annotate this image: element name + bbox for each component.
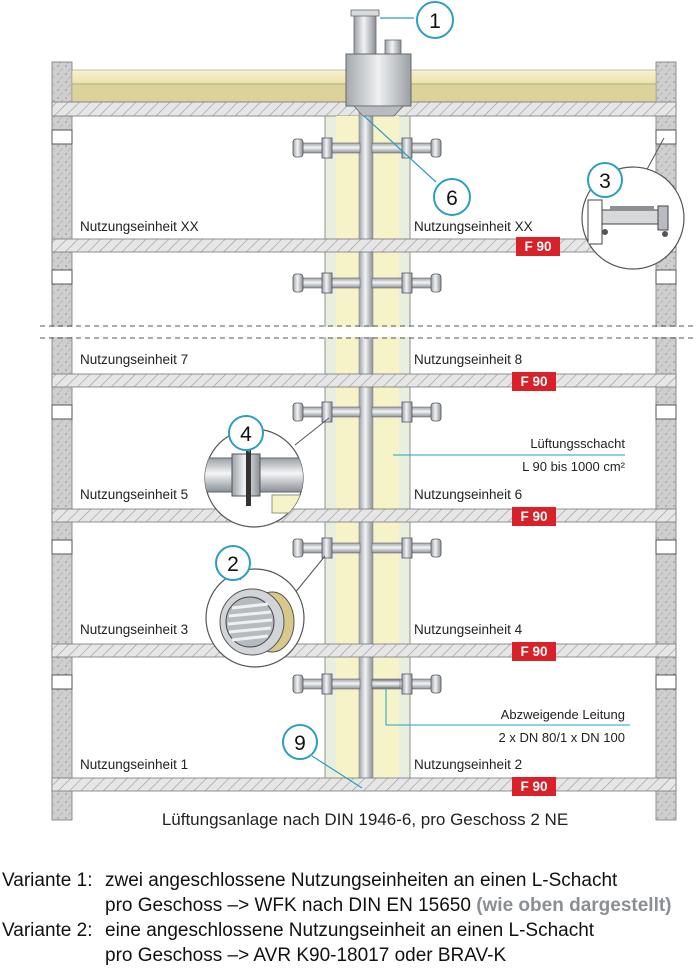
air-valve-right bbox=[371, 272, 442, 294]
variant-2-row: Variante 2: eine angeschlossene Nutzungs… bbox=[0, 918, 700, 943]
unit-label-right: Nutzungseinheit 4 bbox=[414, 622, 523, 637]
variant-1-text: zwei angeschlossene Nutzungseinheiten an… bbox=[105, 870, 618, 891]
unit-label-left: Nutzungseinheit 7 bbox=[80, 352, 188, 367]
variant-1-row: Variante 1: zwei angeschlossene Nutzungs… bbox=[0, 868, 700, 893]
fire-rating-badge: F 90 bbox=[512, 777, 556, 796]
callout-9: 9 bbox=[282, 724, 363, 789]
air-valve-right bbox=[371, 401, 442, 423]
svg-text:4: 4 bbox=[240, 423, 252, 446]
roof-exhaust-unit bbox=[345, 9, 412, 117]
fire-rating-badge: F 90 bbox=[512, 642, 556, 661]
svg-text:F 90: F 90 bbox=[520, 779, 547, 794]
variants-legend: Variante 1: zwei angeschlossene Nutzungs… bbox=[0, 868, 700, 968]
ventilation-shaft bbox=[324, 109, 411, 787]
air-valve-right bbox=[371, 137, 442, 159]
unit-label-left: Nutzungseinheit 5 bbox=[80, 487, 188, 502]
unit-label-left: Nutzungseinheit XX bbox=[80, 219, 199, 234]
variant-2-row-2: pro Geschoss –> AVR K90-18017 oder BRAV-… bbox=[0, 943, 700, 968]
svg-text:9: 9 bbox=[294, 732, 306, 755]
air-valve-left bbox=[292, 673, 361, 695]
variant-1-row-2: pro Geschoss –> WFK nach DIN EN 15650 (w… bbox=[0, 893, 700, 918]
air-valve-left bbox=[292, 137, 361, 159]
unit-label-right: Nutzungseinheit 8 bbox=[414, 352, 522, 367]
svg-text:3: 3 bbox=[599, 170, 611, 193]
branch-label: Abzweigende Leitung bbox=[501, 707, 625, 722]
air-valve-left bbox=[292, 401, 361, 423]
detail-3-damper: 3 bbox=[581, 137, 685, 270]
variant-1-detail: pro Geschoss –> WFK nach DIN EN 15650 (w… bbox=[105, 895, 672, 916]
variant-1-key: Variante 1: bbox=[2, 870, 93, 891]
unit-label-left: Nutzungseinheit 1 bbox=[80, 757, 188, 772]
fire-rating-badge: F 90 bbox=[512, 507, 556, 526]
detail-4-fire-damper: 4 bbox=[204, 415, 330, 528]
callout-6: 6 bbox=[363, 115, 471, 216]
unit-label-left: Nutzungseinheit 3 bbox=[80, 622, 188, 637]
detail-2-grille: 2 bbox=[205, 545, 326, 668]
svg-text:6: 6 bbox=[446, 187, 458, 210]
air-valve-left bbox=[292, 537, 361, 559]
air-valve-right bbox=[371, 537, 442, 559]
svg-text:F 90: F 90 bbox=[520, 374, 547, 389]
diagram-caption: Lüftungsanlage nach DIN 1946-6, pro Gesc… bbox=[162, 810, 568, 829]
unit-label-right: Nutzungseinheit XX bbox=[414, 219, 533, 234]
branch-pipe bbox=[371, 679, 630, 726]
air-valve-left bbox=[292, 272, 361, 294]
break-gap bbox=[40, 327, 700, 337]
svg-text:F 90: F 90 bbox=[520, 644, 547, 659]
unit-label-right: Nutzungseinheit 6 bbox=[414, 487, 522, 502]
variant-1-note: (wie oben dargestellt) bbox=[476, 895, 672, 916]
variant-2-detail: pro Geschoss –> AVR K90-18017 oder BRAV-… bbox=[105, 945, 507, 966]
variant-2-key: Variante 2: bbox=[2, 920, 93, 941]
variant-2-text: eine angeschlossene Nutzungseinheit an e… bbox=[105, 920, 595, 941]
svg-text:1: 1 bbox=[429, 10, 441, 33]
svg-text:F 90: F 90 bbox=[520, 509, 547, 524]
shaft-label: Lüftungsschacht bbox=[530, 436, 625, 451]
left-wall bbox=[51, 61, 73, 821]
shaft-spec: L 90 bis 1000 cm² bbox=[522, 459, 626, 474]
fire-rating-badge: F 90 bbox=[516, 237, 560, 256]
svg-text:F 90: F 90 bbox=[524, 239, 551, 254]
callout-1: 1 bbox=[380, 1, 454, 39]
air-valves bbox=[292, 137, 442, 695]
svg-text:2: 2 bbox=[227, 553, 239, 576]
fire-rating-badge: F 90 bbox=[512, 372, 556, 391]
unit-label-right: Nutzungseinheit 2 bbox=[414, 757, 522, 772]
wall-brackets bbox=[51, 129, 677, 690]
branch-spec: 2 x DN 80/1 x DN 100 bbox=[499, 730, 625, 745]
